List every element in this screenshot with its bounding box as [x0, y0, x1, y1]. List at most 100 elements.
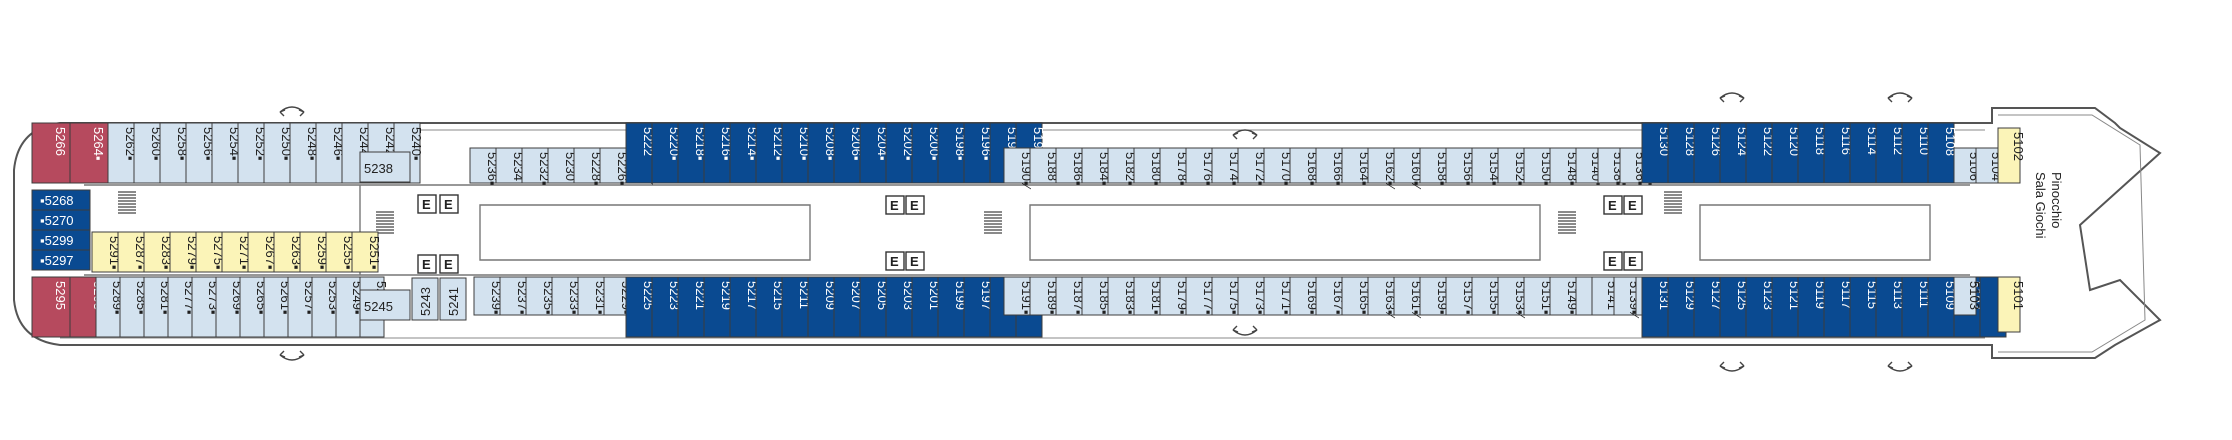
cabin-5103-label: 5103 [1967, 281, 1982, 310]
cabin-5101[interactable]: 5101 [1997, 276, 2026, 333]
lift-icon: E [905, 251, 925, 271]
cabin-5179[interactable]: 5179▪ [1159, 276, 1190, 316]
cabin-5122[interactable]: 5122 [1745, 122, 1776, 184]
arrow-icon [279, 350, 305, 361]
cabin-5198[interactable]: 5198▪ [937, 122, 968, 184]
stairs-icon [984, 211, 1002, 234]
cabin-5262[interactable]: 5262▪ [107, 122, 138, 184]
cabin-5221[interactable]: 5221 [677, 276, 708, 338]
cabin-5299[interactable]: ▪5299 [31, 229, 91, 251]
svg-text:E: E [890, 198, 899, 213]
lift-icon: E [1603, 251, 1623, 271]
cabin-5283[interactable]: 5283▪ [143, 231, 174, 273]
cabin-5209[interactable]: 5209 [807, 276, 838, 338]
svg-text:E: E [422, 197, 431, 212]
stairs-icon [376, 211, 394, 234]
arrow-icon [1232, 129, 1258, 140]
cabin-5131[interactable]: 5131 [1641, 276, 1672, 338]
cabin-5295[interactable]: 5295 [31, 276, 71, 338]
cabin-5246[interactable]: 5246▪ [315, 122, 346, 184]
cabin-5103[interactable]: 5103 [1953, 276, 1982, 316]
stairs-icon [118, 191, 136, 214]
lift-icon: E [885, 195, 905, 215]
arrow-icon [1719, 92, 1745, 103]
cabin-5269[interactable]: 5269▪ [215, 276, 245, 338]
stairs-icon [1664, 191, 1682, 214]
cabin-5156[interactable]: 5156▪ [1445, 147, 1476, 186]
cabin-5116[interactable]: 5116 [1823, 122, 1854, 184]
cabin-5249[interactable]: 5249▪ [335, 276, 365, 338]
cabin-5208[interactable]: 5208▪ [807, 122, 838, 184]
cabin-5266-label: 5266 [53, 127, 68, 156]
cabin-5168[interactable]: 5168▪ [1289, 147, 1320, 186]
cabin-5241[interactable]: 5241 [439, 277, 467, 321]
svg-text:E: E [1628, 198, 1637, 213]
cabin-5264-label: 5264▪ [91, 127, 106, 161]
arrow-icon [1887, 92, 1913, 103]
arrow-icon [1719, 361, 1745, 372]
cabin-5251[interactable]: 5251▪ [351, 231, 382, 273]
cabin-5241-label: 5241 [446, 287, 461, 316]
cabin-5243-label: 5243 [418, 287, 433, 316]
lift-icon: E [439, 254, 459, 274]
cabin-5245[interactable]: 5245 [359, 289, 411, 321]
cabin-5240-label: 5240▪ [409, 127, 424, 161]
sala-label-line2: Pinocchio [2049, 172, 2064, 228]
arrow-icon [1232, 325, 1258, 336]
cabin-5220[interactable]: 5220▪ [651, 122, 682, 184]
cabin-5191[interactable]: 5191▪ [1003, 276, 1034, 316]
cabin-5295-label: 5295 [53, 281, 68, 310]
cabin-5218[interactable]: 5218▪ [677, 122, 708, 184]
cabin-5270-label: ▪5270 [40, 213, 74, 228]
lift-icon: E [1623, 251, 1643, 271]
lift-icon: E [417, 254, 437, 274]
cabin-5225[interactable]: 5225 [625, 276, 656, 338]
cabin-5268-label: ▪5268 [40, 193, 74, 208]
lift-icon: E [1603, 195, 1623, 215]
svg-text:E: E [444, 197, 453, 212]
cabin-5297[interactable]: ▪5297 [31, 249, 91, 271]
cabin-5238-label: 5238 [364, 161, 393, 176]
stairs-icon [1558, 211, 1576, 234]
arrow-icon [279, 106, 305, 117]
cabin-5250[interactable]: 5250▪ [263, 122, 294, 184]
cabin-5270[interactable]: ▪5270 [31, 209, 91, 231]
cabin-5153[interactable]: 5153▪∕ [1497, 276, 1528, 319]
lift-icon: E [905, 195, 925, 215]
cabin-5266[interactable]: 5266 [31, 122, 71, 184]
corridor-walls [84, 184, 1970, 276]
cabin-5256[interactable]: 5256▪ [185, 122, 216, 184]
cabin-5102[interactable]: 5102 [1997, 127, 2026, 184]
cabin-5267[interactable]: 5267▪ [247, 231, 278, 273]
svg-text:E: E [910, 254, 919, 269]
cabin-5285[interactable]: 5285▪ [119, 276, 149, 338]
svg-text:E: E [422, 257, 431, 272]
lift-icon: E [439, 194, 459, 214]
cabin-5238[interactable]: 5238 [359, 151, 411, 183]
svg-text:E: E [910, 198, 919, 213]
cabin-5245-label: 5245 [364, 299, 393, 314]
cabin-5222[interactable]: 5222 [625, 122, 656, 184]
cabin-5211[interactable]: 5211 [781, 276, 812, 338]
svg-text:E: E [1608, 198, 1617, 213]
cabin-5268[interactable]: ▪5268 [31, 189, 91, 211]
cabin-5141[interactable]: 5141 [1591, 276, 1620, 316]
cabin-5125[interactable]: 5125 [1719, 276, 1750, 338]
cabin-5243[interactable]: 5243 [411, 277, 439, 321]
arrow-icon [1887, 361, 1913, 372]
svg-text:E: E [890, 254, 899, 269]
lift-icon: E [1623, 195, 1643, 215]
cabin-5101-label: 5101 [2011, 281, 2026, 310]
cabin-5127[interactable]: 5127 [1693, 276, 1724, 338]
sala-label-line1: Sala Giochi [2033, 172, 2048, 239]
cabin-5299-label: ▪5299 [40, 233, 74, 248]
cabin-5119[interactable]: 5119 [1797, 276, 1828, 338]
lift-icon: E [417, 194, 437, 214]
cabin-5163[interactable]: 5163▪∕ [1367, 276, 1398, 319]
cabin-5255[interactable]: 5255▪ [325, 231, 356, 273]
svg-text:E: E [444, 257, 453, 272]
cabin-5264[interactable]: 5264▪ [69, 122, 109, 184]
